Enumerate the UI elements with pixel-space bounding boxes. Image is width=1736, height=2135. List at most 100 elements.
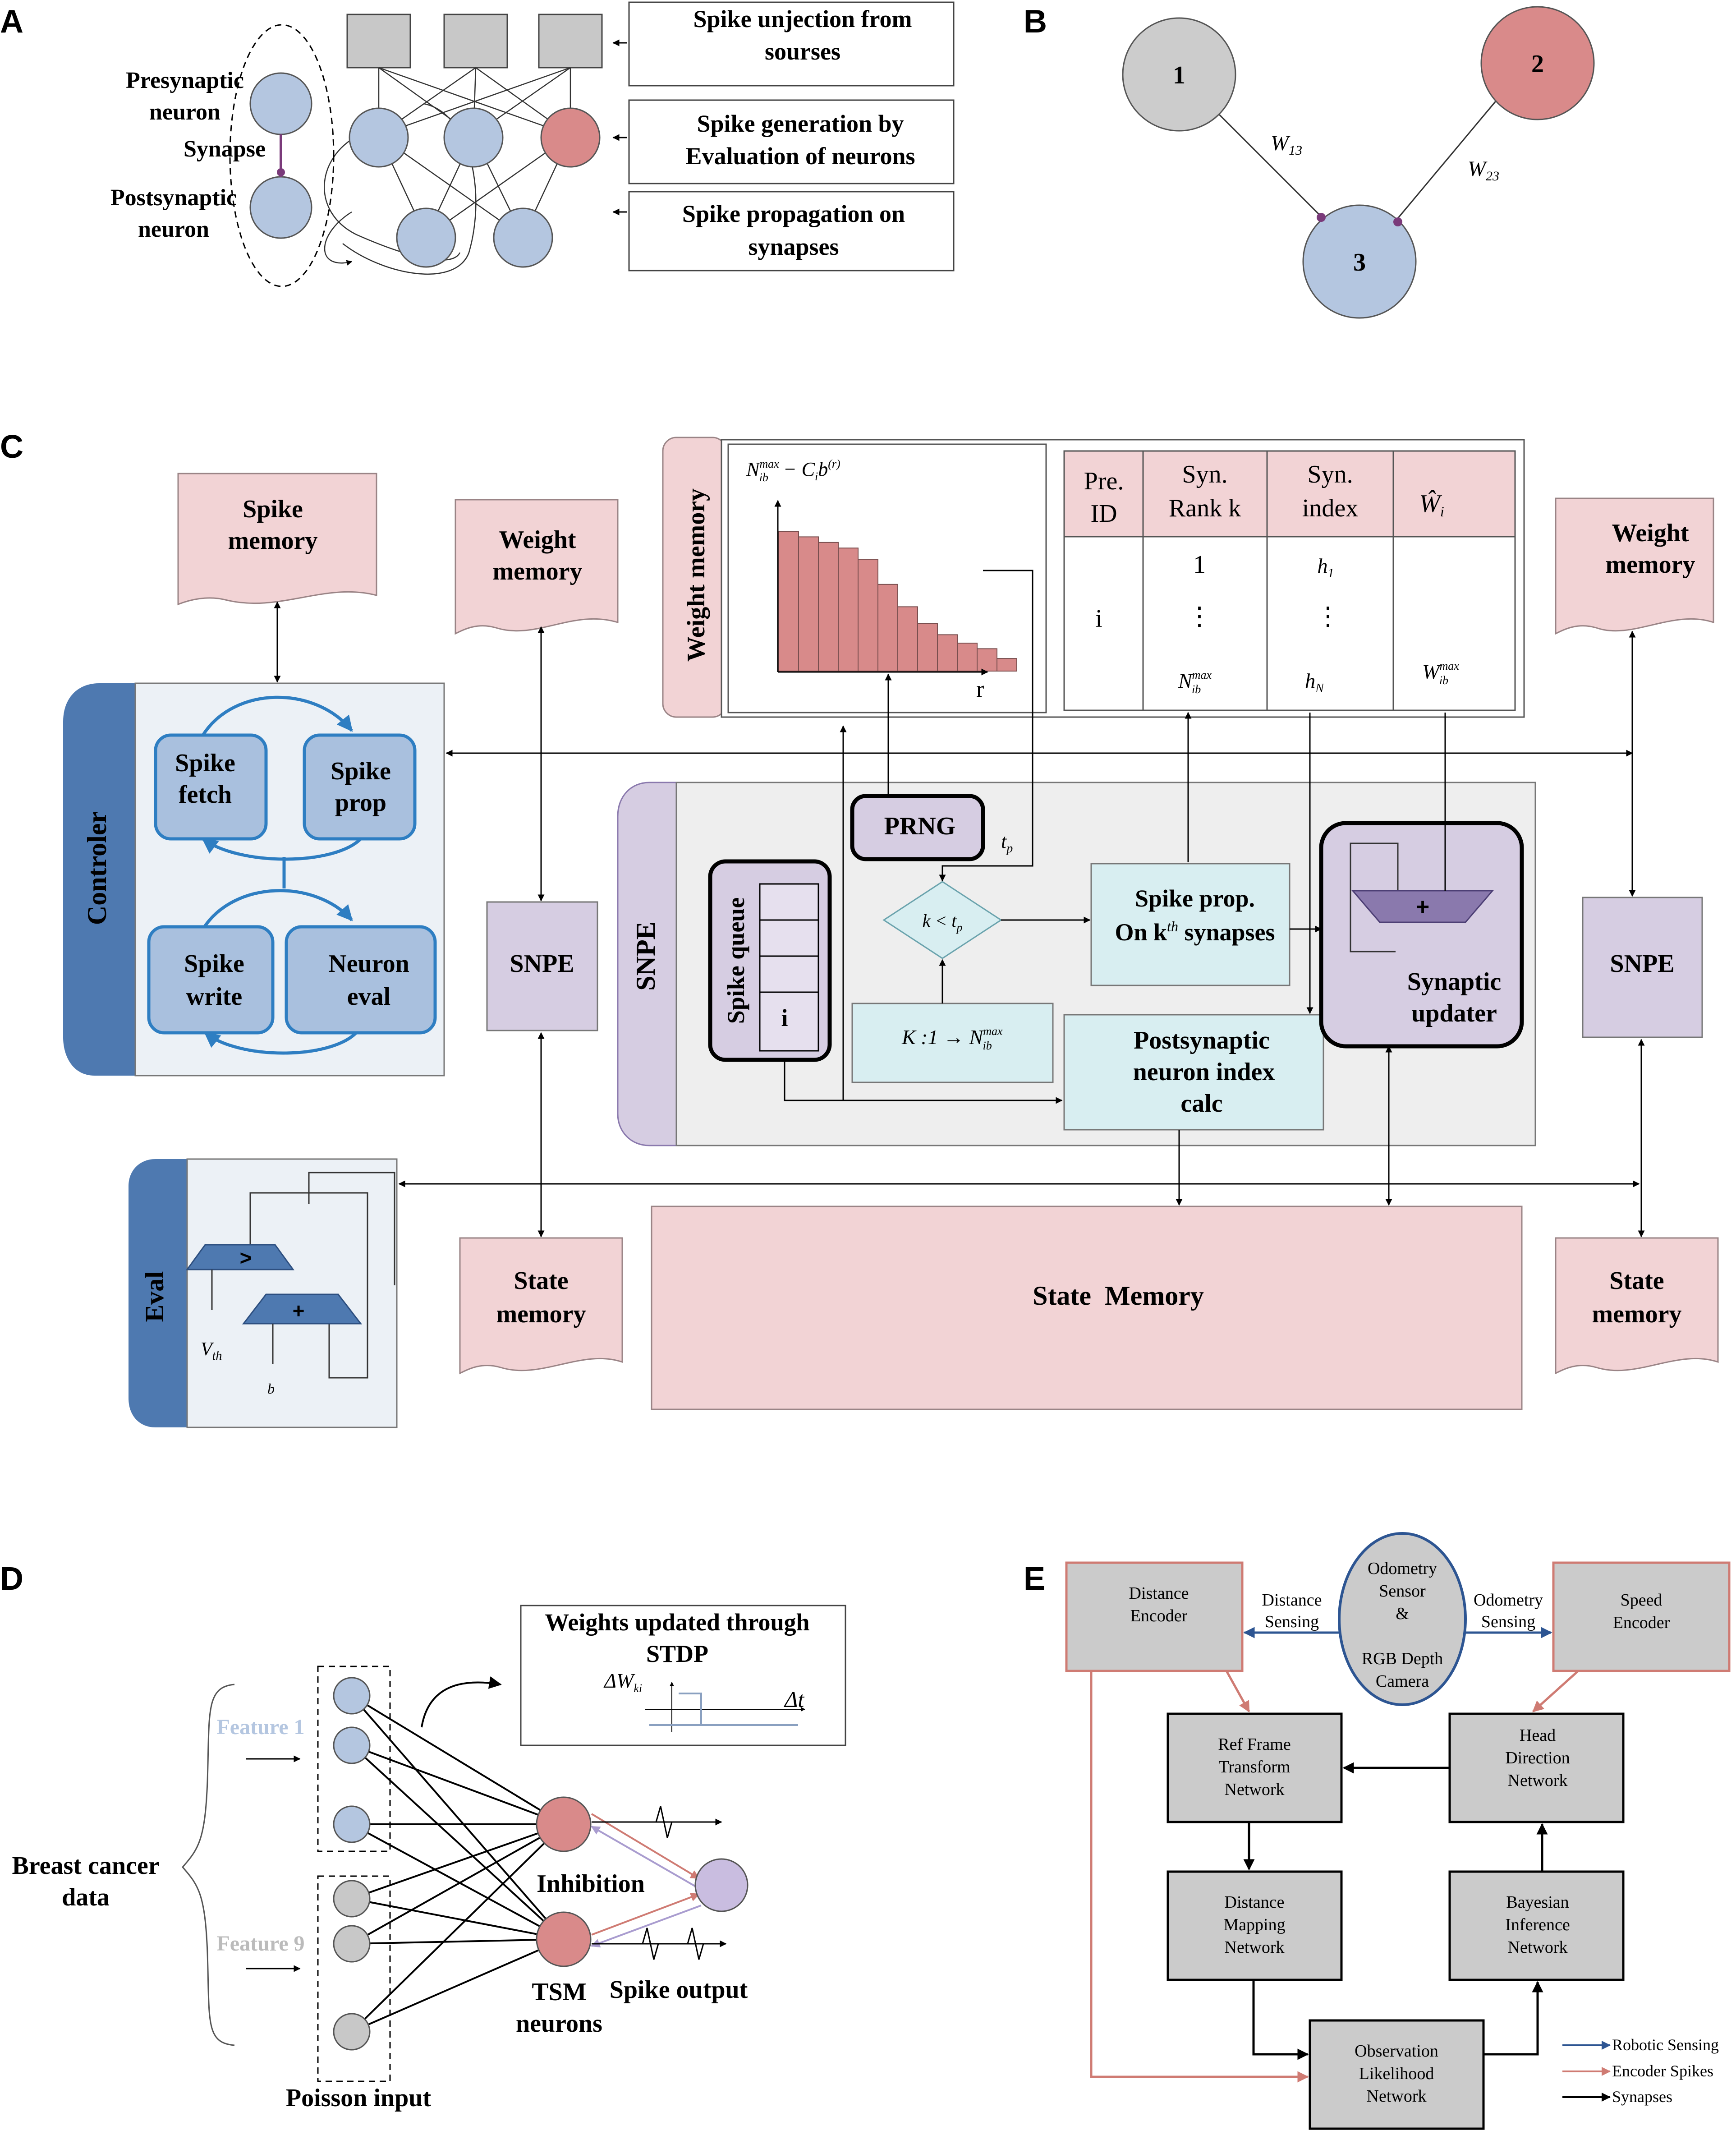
th-index-2: index bbox=[1302, 494, 1358, 522]
th-pre-1: Pre. bbox=[1084, 467, 1124, 495]
controller-tab bbox=[63, 683, 135, 1076]
legend-robotic-sensing: Robotic Sensing bbox=[1612, 2036, 1719, 2054]
synapse-dot-23 bbox=[1393, 217, 1402, 226]
snpe-left-box bbox=[486, 901, 598, 1031]
feature9-group bbox=[317, 1875, 391, 2082]
distance-sensing-line-2: Sensing bbox=[1265, 1612, 1319, 1631]
distance-mapping-line-2: Mapping bbox=[1223, 1915, 1285, 1934]
spike-fetch-line-1: Spike bbox=[175, 749, 235, 777]
neuron-eval-node bbox=[285, 925, 437, 1035]
box-generation-line-2: Evaluation of neurons bbox=[685, 143, 915, 170]
eval-gt: > bbox=[240, 1246, 252, 1270]
input-neuron-5 bbox=[333, 1925, 371, 1963]
histogram bbox=[778, 531, 1017, 672]
panel-b: 1 2 3 W13 W23 bbox=[1122, 6, 1595, 319]
spike-queue-label: Spike queue bbox=[722, 897, 749, 1024]
distance-mapping-box bbox=[1167, 1870, 1343, 1981]
box-injection-line-1: Spike unjection from bbox=[693, 5, 912, 32]
td-rank-dots: ⋮ bbox=[1187, 603, 1212, 630]
synaptic-updater-box bbox=[1319, 821, 1524, 1049]
th-w: Ŵi bbox=[1419, 489, 1444, 520]
post-index-line-3: calc bbox=[1180, 1090, 1222, 1118]
stdp-box bbox=[520, 1605, 846, 1746]
histogram-bar bbox=[818, 542, 839, 672]
spike-write-node bbox=[147, 925, 275, 1035]
panel-labels: A B C D E bbox=[0, 4, 1047, 1597]
head-direction-line-3: Network bbox=[1508, 1771, 1568, 1790]
weight-memory-left-line-1: Weight bbox=[499, 526, 576, 554]
synapse-dot bbox=[277, 168, 285, 176]
histogram-bar bbox=[897, 606, 918, 672]
histogram-xlabel: r bbox=[976, 676, 984, 702]
weight-w23: W23 bbox=[1468, 157, 1499, 184]
snpe-vertical-label: SNPE bbox=[631, 921, 661, 990]
b-label: b bbox=[267, 1380, 275, 1397]
speed-encoder-box bbox=[1552, 1561, 1731, 1672]
brace bbox=[182, 1684, 235, 2046]
node-3 bbox=[1302, 204, 1417, 319]
distance-encoder-line-2: Encoder bbox=[1130, 1606, 1188, 1625]
panel-e-connectors bbox=[1090, 1627, 1611, 2102]
head-direction-line-1: Head bbox=[1520, 1726, 1556, 1745]
tsm-neuron-1 bbox=[536, 1796, 592, 1852]
weight-memory-left-line-2: memory bbox=[492, 557, 582, 585]
eval-body bbox=[186, 1158, 398, 1428]
spike-fetch-line-2: fetch bbox=[179, 781, 232, 809]
weight-memory-left-shape bbox=[455, 499, 619, 635]
bayesian-line-3: Network bbox=[1508, 1938, 1568, 1957]
postsynaptic-neuron bbox=[249, 176, 312, 239]
weight-memory-vertical-label: Weight memory bbox=[682, 488, 710, 662]
presynaptic-label-1: Presynaptic bbox=[126, 68, 244, 93]
observation-line-2: Likelihood bbox=[1359, 2064, 1434, 2083]
th-rank-1: Syn. bbox=[1182, 460, 1227, 488]
compare-diamond bbox=[882, 881, 1002, 959]
state-memory-main-label: State Memory bbox=[1033, 1281, 1204, 1311]
td-index-bottom: hN bbox=[1305, 669, 1324, 695]
stdp-curve bbox=[649, 1693, 702, 1726]
tsm-label-1: TSM bbox=[532, 1978, 586, 2006]
queue-i: i bbox=[781, 1004, 788, 1031]
snpe-tab bbox=[617, 782, 677, 1146]
spike-prop-node bbox=[303, 733, 417, 841]
node-3-label: 3 bbox=[1353, 248, 1366, 276]
ref-frame-box bbox=[1167, 1712, 1343, 1823]
spike-output-label: Spike output bbox=[610, 1976, 748, 2004]
state-memory-left-line-2: memory bbox=[496, 1300, 586, 1328]
box-propagation-line-2: synapses bbox=[748, 233, 839, 260]
spike-memory-line-2: memory bbox=[228, 527, 317, 555]
neuron-eval-line-1: Neuron bbox=[328, 950, 409, 978]
observation-line-3: Network bbox=[1367, 2087, 1427, 2106]
snpe-right-box bbox=[1582, 897, 1703, 1038]
weight-memory-right-line-2: memory bbox=[1605, 551, 1695, 579]
neuron-a-3-red bbox=[540, 107, 601, 168]
eval-label: Eval bbox=[140, 1271, 169, 1322]
feature1-label: Feature 1 bbox=[216, 1715, 304, 1739]
input-neuron-4 bbox=[333, 1880, 371, 1918]
neuron-a-1 bbox=[349, 107, 409, 168]
input-neuron-3 bbox=[333, 1805, 371, 1843]
td-index-dots: ⋮ bbox=[1315, 603, 1341, 630]
panel-d: Weights updated through STDP ΔWki Δt bbox=[12, 1605, 846, 2112]
observation-box bbox=[1309, 2019, 1485, 2130]
postsynaptic-label-1: Postsynaptic bbox=[110, 185, 237, 211]
synaptic-updater-line-2: updater bbox=[1411, 999, 1497, 1027]
delta-t-label: Δt bbox=[784, 1687, 804, 1712]
observation-line-1: Observation bbox=[1355, 2042, 1438, 2061]
prng-box bbox=[850, 794, 985, 861]
state-memory-right-shape bbox=[1555, 1237, 1719, 1375]
prng-label: PRNG bbox=[884, 812, 956, 840]
bayesian-line-2: Inference bbox=[1505, 1915, 1570, 1934]
node-1 bbox=[1122, 17, 1236, 132]
odometry-ellipse bbox=[1338, 1532, 1467, 1706]
histogram-bar bbox=[977, 648, 997, 672]
histogram-bar bbox=[937, 634, 958, 672]
feature9-label: Feature 9 bbox=[216, 1932, 304, 1956]
distance-encoder-box bbox=[1065, 1561, 1244, 1672]
spike-prop-line-1: Spike bbox=[331, 757, 391, 785]
histogram-bar bbox=[997, 658, 1017, 672]
histogram-bar bbox=[778, 531, 799, 672]
histogram-bar bbox=[798, 536, 819, 672]
